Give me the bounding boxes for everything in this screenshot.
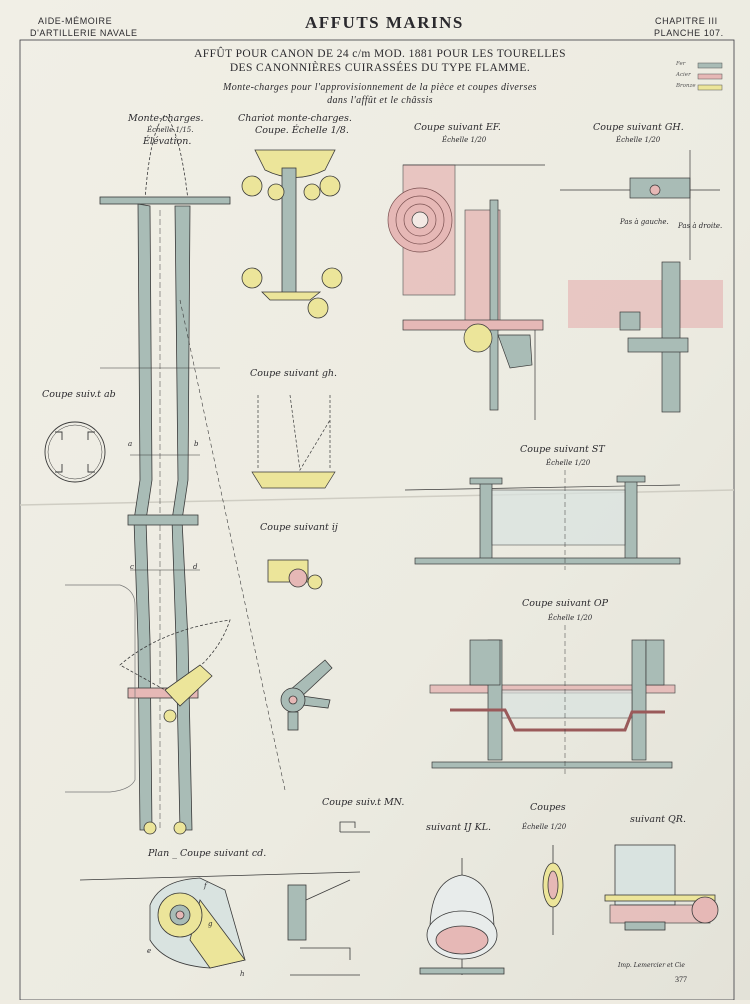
letter-f: f <box>204 882 207 890</box>
lever-figure <box>280 659 333 731</box>
coupe-ef-figure <box>387 164 545 420</box>
coupe-centre-figure <box>542 845 564 935</box>
caption-coupe-op: Coupe suivant OP <box>522 598 609 609</box>
chariot-figure <box>241 149 343 319</box>
coupe-ab-figure <box>44 421 106 483</box>
subtitle-line4: dans l'affût et le châssis <box>327 95 433 106</box>
caption-monte-charges: Monte-charges. <box>128 113 204 124</box>
subtitle-line1: AFFÛT POUR CANON DE 24 c/m MOD. 1881 POU… <box>194 48 566 60</box>
caption-coupes: Coupes <box>530 802 566 813</box>
caption-coupe-gh-upper: Coupe suivant GH. <box>593 122 684 133</box>
coupe-qr-figure <box>604 844 719 931</box>
page-number: 377 <box>675 975 687 984</box>
coupe-gh-upper-figure <box>560 150 723 413</box>
header-left-line1: AIDE-MÉMOIRE <box>38 16 113 26</box>
caption-chariot: Chariot monte-charges. <box>238 113 352 124</box>
caption-coupe-ef-scale: Échelle 1/20 <box>442 136 487 144</box>
chapter-label: CHAPITRE III <box>655 16 718 26</box>
caption-coupe-st-scale: Échelle 1/20 <box>546 459 591 467</box>
letter-b: b <box>194 440 199 448</box>
caption-suivant-qr: suivant QR. <box>630 814 686 825</box>
printer-credit: Imp. Lemercier et Cie <box>618 962 685 969</box>
caption-coupe-mn: Coupe suiv.t MN. <box>322 797 405 808</box>
coupe-mn-figure <box>339 821 370 833</box>
letter-a: a <box>128 440 133 448</box>
caption-plan: Plan _ Coupe suivant cd. <box>148 848 267 859</box>
legend-swatches <box>697 62 723 91</box>
letter-e: e <box>147 947 152 955</box>
legend-acier: Acier <box>676 72 691 78</box>
caption-chariot-coupe: Coupe. Échelle 1/8. <box>255 125 349 136</box>
coupe-op-figure <box>429 625 676 775</box>
coupe-gh-lower-figure <box>251 394 336 489</box>
legend-bronze: Bronze <box>676 83 696 89</box>
monte-charges-elevation <box>65 114 286 835</box>
caption-coupe-ij: Coupe suivant ij <box>260 522 338 533</box>
letter-c: c <box>130 563 134 571</box>
caption-elevation: Élévation. <box>143 136 192 147</box>
subtitle-line3: Monte-charges pour l'approvisionnement d… <box>223 82 537 93</box>
letter-h: h <box>240 970 245 978</box>
plan-figure <box>79 871 361 976</box>
letter-d: d <box>193 563 198 571</box>
caption-monte-scale: Échelle 1/15. <box>147 126 194 134</box>
caption-coupe-st: Coupe suivant ST <box>520 444 605 455</box>
coupe-ij-figure <box>267 559 323 590</box>
caption-coupe-ab: Coupe suiv.t ab <box>42 389 116 400</box>
caption-coupe-op-scale: Échelle 1/20 <box>548 614 593 622</box>
letter-g: g <box>208 920 213 928</box>
coupe-st-figure <box>404 470 681 570</box>
caption-coupe-ef: Coupe suivant EF. <box>414 122 501 133</box>
caption-pas-droite: Pas à droite. <box>678 222 723 230</box>
legend-fer: Fer <box>676 61 686 67</box>
subtitle-line2: DES CANONNIÈRES CUIRASSÉES DU TYPE FLAMM… <box>229 62 531 74</box>
header-left-line2: D'ARTILLERIE NAVALE <box>30 28 138 38</box>
plate-title: AFFUTS MARINS <box>305 13 464 32</box>
caption-coupe-gh-lower: Coupe suivant gh. <box>250 368 338 379</box>
caption-coupe-gh-scale: Échelle 1/20 <box>616 136 661 144</box>
caption-coupes-scale: Échelle 1/20 <box>522 823 567 831</box>
caption-pas-gauche: Pas à gauche. <box>620 218 669 226</box>
plate-number: PLANCHE 107. <box>654 28 724 38</box>
caption-suivant-ijkl: suivant IJ KL. <box>426 822 492 833</box>
coupe-ijkl-figure <box>419 858 505 975</box>
